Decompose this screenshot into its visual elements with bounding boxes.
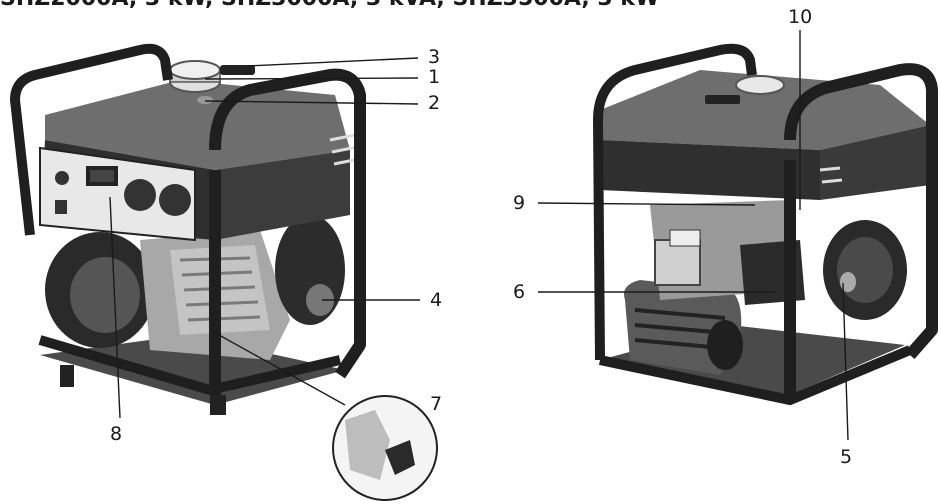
front-frame-right bbox=[209, 68, 366, 379]
callout-3: 3 bbox=[428, 46, 441, 68]
generator-front-view bbox=[10, 43, 438, 501]
front-frame-left bbox=[10, 43, 173, 236]
leader-7 bbox=[209, 329, 346, 406]
front-fuel-cap-top bbox=[169, 60, 221, 80]
rear-cylinder-head bbox=[654, 239, 701, 286]
figure-title: SHZ2000A, 3 kW, SHZ3000A, 3 kVA, SHZ3500… bbox=[0, 0, 659, 11]
front-switch bbox=[55, 171, 69, 185]
front-frame-base bbox=[38, 335, 342, 396]
callout-2: 2 bbox=[428, 92, 441, 114]
detail-inset-plug bbox=[385, 440, 415, 475]
front-hood-screw bbox=[197, 96, 213, 104]
front-control-panel bbox=[39, 146, 196, 242]
rear-fuel-gauge bbox=[705, 95, 740, 104]
front-recoil-handle bbox=[306, 284, 334, 316]
callout-7: 7 bbox=[430, 393, 443, 415]
rear-hood-side bbox=[820, 125, 930, 200]
front-foot-left bbox=[60, 365, 74, 387]
callout-6: 6 bbox=[513, 281, 526, 303]
callout-1: 1 bbox=[428, 66, 441, 88]
leader-5 bbox=[842, 282, 849, 441]
front-foot-front bbox=[210, 395, 226, 415]
rear-engine-label bbox=[669, 229, 701, 247]
rear-hood-top bbox=[600, 70, 930, 150]
rear-fuel-cap bbox=[735, 75, 785, 95]
leader-8 bbox=[109, 196, 121, 419]
callout-8: 8 bbox=[110, 423, 123, 445]
rear-frame-right bbox=[784, 63, 938, 359]
front-fuel-gauge bbox=[220, 65, 255, 75]
callout-5: 5 bbox=[840, 446, 853, 468]
front-breaker bbox=[55, 200, 67, 214]
leader-1 bbox=[204, 77, 419, 80]
front-hood-side bbox=[215, 150, 350, 240]
front-socket-1 bbox=[124, 179, 156, 211]
leader-lines bbox=[109, 30, 849, 441]
rear-frame-left bbox=[593, 43, 757, 361]
front-display-screen bbox=[90, 170, 114, 182]
detail-inset-engine bbox=[345, 410, 390, 480]
rear-muffler-end bbox=[707, 320, 743, 370]
leader-2 bbox=[204, 100, 419, 105]
rear-recoil-inner bbox=[837, 237, 893, 303]
generator-rear-view bbox=[593, 43, 938, 406]
front-socket-2 bbox=[159, 184, 191, 216]
callout-4: 4 bbox=[430, 289, 443, 311]
rear-frame-base bbox=[598, 345, 912, 406]
rear-starter-handle bbox=[840, 272, 856, 292]
leader-3 bbox=[247, 57, 419, 67]
callout-10: 10 bbox=[788, 6, 813, 28]
rear-hood-front bbox=[600, 140, 820, 200]
rear-vents bbox=[819, 166, 843, 184]
callout-9: 9 bbox=[513, 192, 526, 214]
front-base-frame bbox=[40, 335, 345, 405]
leader-9 bbox=[537, 202, 756, 206]
front-alternator-cap bbox=[70, 257, 140, 333]
